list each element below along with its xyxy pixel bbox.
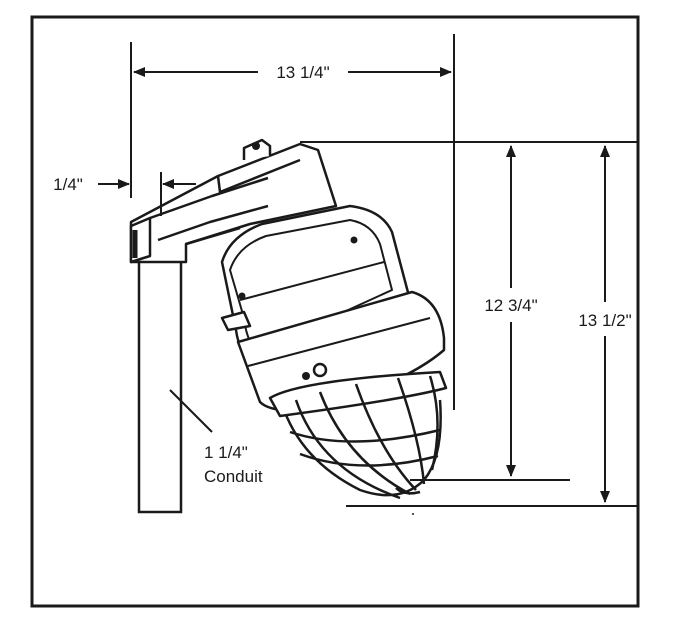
fixture-height-label: 12 3/4" [484, 296, 537, 315]
overall-width-label: 13 1/4" [276, 63, 329, 82]
extension-lines [130, 34, 638, 507]
dimension-offset: 1/4" [53, 175, 196, 194]
dimension-overall-height: 13 1/2" [578, 145, 632, 503]
conduit-pipe [137, 256, 183, 514]
globe-guard [268, 370, 448, 500]
mounting-hood [129, 138, 338, 264]
offset-label: 1/4" [53, 175, 83, 194]
conduit-size-label: 1 1/4" [204, 443, 248, 462]
dimension-overall-width: 13 1/4" [133, 63, 452, 82]
overall-height-label: 13 1/2" [578, 311, 631, 330]
diagram-border [30, 15, 640, 608]
dimension-fixture-height: 12 3/4" [484, 145, 538, 477]
conduit-label: Conduit [204, 467, 263, 486]
conduit-callout: 1 1/4" Conduit [169, 389, 263, 486]
